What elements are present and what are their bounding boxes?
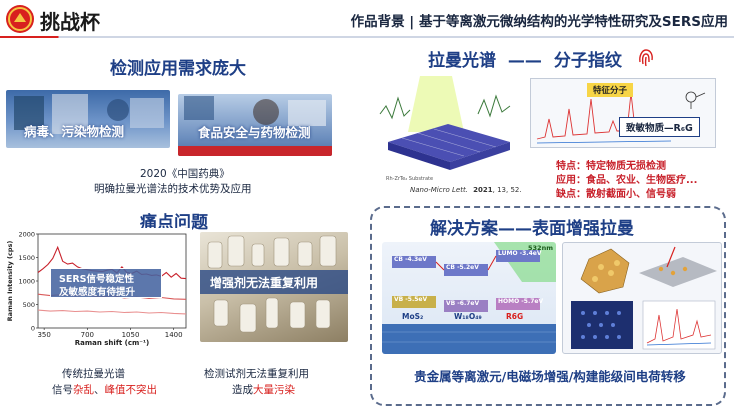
y-tick-label: 1000 — [18, 278, 35, 286]
defect-line: 缺点：散射截面小、信号弱 — [556, 185, 676, 200]
energy-top-label: CB -4.3eV — [394, 256, 427, 263]
energy-bottom-label: VB -5.5eV — [394, 296, 428, 303]
energy-bottom-label: VB -6.7eV — [446, 300, 480, 307]
citation-volume: , 13, 52. — [492, 186, 522, 194]
solution-footer: 贵金属等离激元/电磁场增强/构建能级间电荷转移 — [414, 369, 686, 384]
title-dash: —— — [507, 51, 542, 71]
logo-text: 挑战杯 — [40, 10, 100, 34]
reagent-bottles-image: 增强剂无法重复利用 — [200, 232, 348, 342]
raman-title: 拉曼光谱 — [428, 51, 496, 71]
header-title-prefix: 作品背景 — [350, 14, 405, 30]
nanostructure-panel — [562, 242, 722, 354]
header-bar: 挑战杯 作品背景 | 基于等离激元微纳结构的光学特性研究及SERS应用 — [0, 0, 734, 38]
defect-label: 缺点： — [556, 189, 586, 200]
section2-heading: 拉曼光谱 —— 分子指纹 — [428, 46, 622, 71]
x-tick-label: 700 — [81, 331, 94, 339]
citation-journal: Nano-Micro Lett. — [410, 186, 468, 194]
y-tick-label: 1500 — [18, 254, 35, 262]
material-name: R6G — [506, 312, 524, 321]
header-title: 作品背景 | 基于等离激元微纳结构的光学特性研究及SERS应用 — [308, 10, 728, 30]
food-safety-label: 食品安全与药物检测 — [198, 125, 311, 140]
fingerprint-title: 分子指纹 — [553, 51, 622, 71]
left-caption-2: 信号杂乱、峰值不突出 — [52, 382, 157, 397]
x-tick-label: 1050 — [122, 331, 140, 339]
chart-overlay-line2: 及敏感度有待提升 — [59, 287, 136, 298]
left-caption-messy: 杂乱 — [73, 384, 94, 396]
y-tick-label: 500 — [23, 301, 35, 309]
application-line: 应用：食品、农业、生物医疗... — [556, 171, 697, 186]
left-caption-1: 传统拉曼光谱 — [62, 368, 125, 380]
application-label: 应用： — [556, 175, 586, 186]
x-axis-label: Raman shift (cm⁻¹) — [75, 339, 150, 346]
chart-overlay-box: SERS信号稳定性 及敏感度有待提升 — [50, 268, 162, 298]
feature-molecule-tag: 特征分子 — [587, 83, 634, 97]
left-caption-comma: 、 — [94, 384, 105, 396]
left-caption-peak: 峰值不突出 — [104, 384, 158, 396]
solution-box: 解决方案——表面增强拉曼 CB -4.3eV VB -5.5eV MoS₂ CB -5… — [370, 206, 726, 406]
svg-text:Rh-ZrTe₂ Substrate: Rh-ZrTe₂ Substrate — [386, 176, 433, 182]
citation-year: 2021 — [473, 186, 493, 194]
y-tick-label: 2000 — [18, 231, 35, 239]
application-text: 食品、农业、生物医疗... — [586, 175, 698, 186]
energy-level-diagram: CB -4.3eV VB -5.5eV MoS₂ CB -5.2eV VB -6.7eV… — [382, 242, 556, 354]
x-tick-label: 350 — [37, 331, 50, 339]
left-caption-signal: 信号 — [52, 384, 73, 396]
energy-top-label: LUMO -3.4eV — [498, 250, 542, 257]
feature-line: 特点：特定物质无损检测 — [556, 157, 666, 172]
material-name: W₁₈O₄₉ — [454, 312, 482, 321]
right-caption-1: 检测试剂无法重复利用 — [204, 368, 309, 380]
spectrum-line-3 — [37, 309, 187, 315]
laser-label: 532nm — [528, 244, 553, 252]
sers-substrate-illustration: Rh-ZrTe₂ Substrate — [378, 76, 520, 184]
chart-overlay-line1: SERS信号稳定性 — [59, 274, 134, 285]
y-axis-label: Raman Intensity (cps) — [6, 241, 14, 322]
right-caption-2: 造成大量污染 — [232, 382, 295, 397]
energy-top-label: CB -5.2eV — [446, 264, 479, 271]
citation: Nano-Micro Lett. 2021, 13, 52. — [410, 186, 522, 194]
pharmacopoeia-caption: 2020《中国药典》 — [140, 168, 230, 180]
energy-bottom-label: HOMO -5.7eV — [498, 298, 544, 305]
virus-detection-image: 病毒、污染物检测 — [6, 90, 170, 148]
header-title-main: 基于等离激元微纳结构的光学特性研究及SERS应用 — [418, 14, 728, 30]
header-title-sep: | — [409, 14, 415, 30]
virus-detection-label: 病毒、污染物检测 — [24, 124, 125, 139]
header-divider — [0, 36, 734, 38]
logo-emblem-icon — [6, 5, 34, 33]
right-caption-pollution: 大量污染 — [253, 384, 295, 396]
reagent-image-label: 增强剂无法重复利用 — [210, 276, 319, 290]
section1-heading: 检测应用需求庞大 — [110, 59, 246, 79]
defect-text: 散射截面小、信号弱 — [586, 189, 676, 200]
material-name: MoS₂ — [402, 312, 424, 321]
raman-advantage-caption: 明确拉曼光谱法的技术优势及应用 — [94, 183, 252, 195]
y-tick-label: 0 — [31, 325, 35, 333]
feature-label: 特点： — [556, 161, 586, 172]
x-tick-label: 1400 — [165, 331, 183, 339]
r6g-fingerprint-panel: 特征分子 致敏物质—R₆G — [530, 78, 716, 148]
section4-heading: 解决方案——表面增强拉曼 — [430, 219, 634, 239]
food-safety-image: 食品安全与药物检测 — [178, 94, 332, 156]
right-caption-cause: 造成 — [232, 384, 253, 396]
r6g-formula-box: 致敏物质—R₆G — [619, 117, 700, 137]
feature-text: 特定物质无损检测 — [586, 161, 666, 172]
fingerprint-icon — [636, 46, 656, 68]
